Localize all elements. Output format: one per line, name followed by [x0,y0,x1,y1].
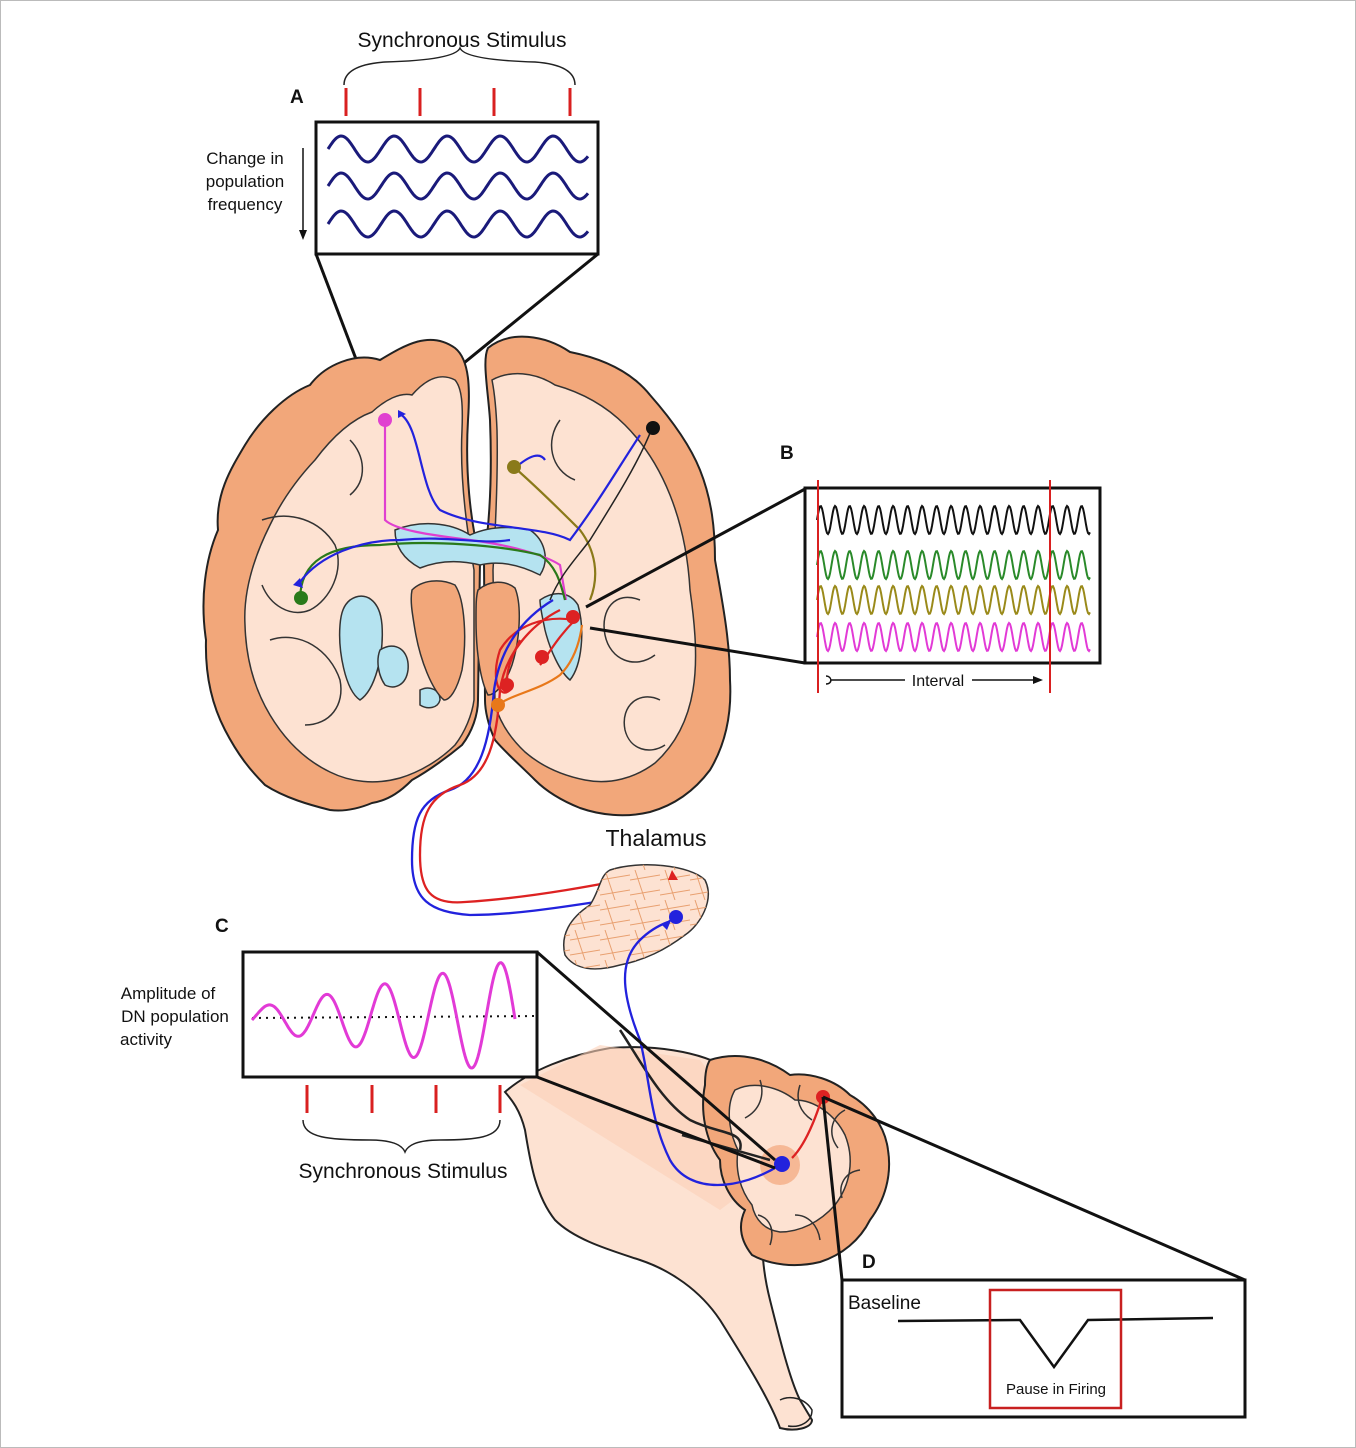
red-striatal-neuron [500,678,514,692]
panel-d-pause-label: Pause in Firing [1006,1381,1106,1398]
panel-b-letter: B [780,443,794,464]
thalamus: Thalamus [564,825,709,969]
olive-neuron [507,460,521,474]
thalamus-texture [564,865,709,969]
red-striatal-neuron [566,610,580,624]
panel-d-letter: D [862,1252,876,1273]
magenta-neuron [378,413,392,427]
panel-c-axis-label-1: Amplitude of [121,984,216,1003]
interval-arrowhead [1033,676,1043,684]
panel-a-letter: A [290,87,304,108]
panel-c-stimulus-ticks [307,1085,500,1113]
panel-c-letter: C [215,916,229,937]
green-neuron [294,591,308,605]
left-globus-pallidus [378,646,408,687]
panel-a-brace [344,48,575,85]
thalamus-label: Thalamus [606,825,707,851]
panel-a-axis-arrowhead [299,230,307,240]
thalamic-blue-neuron [669,910,683,924]
dentate-nucleus-neuron [774,1156,790,1172]
panel-a-stimulus-ticks [346,88,570,116]
panel-a-axis-label-1: Change in [206,149,284,168]
panel-c-axis-label-3: activity [120,1030,172,1049]
panel-a-axis-label-2: population [206,172,284,191]
panel-a-axis-label-3: frequency [208,195,283,214]
panel-c-box [243,952,537,1077]
red-striatal-neuron [535,650,549,664]
black-neuron [646,421,660,435]
panel-c-brace [303,1120,500,1152]
panel-c-axis-label-2: DN population [121,1007,229,1026]
coronal-brain-section [203,337,730,816]
panel-a-stimulus-label: Synchronous Stimulus [358,29,567,52]
interval-arrow-tail [826,676,831,684]
panel-d-baseline-label: Baseline [848,1293,921,1314]
panel-c-stimulus-label: Synchronous Stimulus [299,1160,508,1183]
orange-neuron [491,698,505,712]
panel-b-interval-label: Interval [912,673,964,690]
